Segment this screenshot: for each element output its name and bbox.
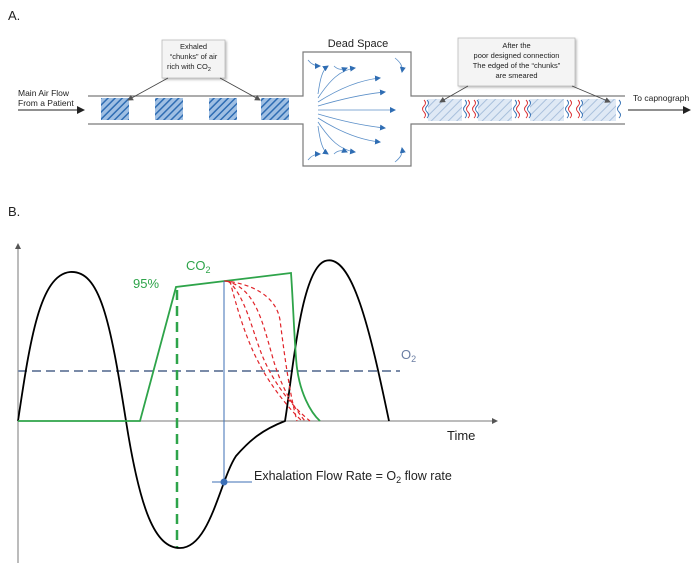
dead-space-label: Dead Space (328, 38, 389, 50)
callout-left: Exhaled “chunks” of air rich with CO2 (127, 39, 261, 101)
o2-label: O2 (401, 347, 416, 364)
co2-label: CO2 (186, 258, 211, 275)
svg-text:The edged of the “chunks”: The edged of the “chunks” (473, 61, 561, 70)
svg-text:Exhaled: Exhaled (180, 42, 207, 51)
smeared-chunk-2 (472, 99, 520, 121)
axes (15, 243, 498, 563)
smeared-chunks (422, 99, 621, 121)
panel-a-label: A. (8, 8, 20, 23)
svg-text:“chunks” of air: “chunks” of air (170, 52, 218, 61)
flow-rate-caption: Exhalation Flow Rate = O2 flow rate (254, 469, 452, 485)
callout-right: After the poor designed connection The e… (439, 37, 611, 103)
panel-b: B. Time O2 95% CO2 Exhala (8, 204, 498, 563)
outlet-label: To capnograph (633, 93, 690, 103)
flow-rate-marker (212, 281, 252, 486)
panel-b-label: B. (8, 204, 20, 219)
time-axis-label: Time (447, 428, 475, 443)
chunk-1 (101, 98, 129, 120)
svg-text:poor designed connection: poor designed connection (474, 51, 560, 60)
chunk-2 (155, 98, 183, 120)
co2-chunks (101, 98, 289, 120)
smeared-chunk-3 (524, 99, 572, 121)
dead-space: Dead Space (307, 38, 406, 163)
chunk-3 (209, 98, 237, 120)
flow-streamlines (307, 57, 406, 163)
panel-a: A. Main Air Flow From a Patient Exhaled … (8, 8, 691, 167)
inlet-label: Main Air Flow From a Patient (18, 88, 74, 108)
percent-label: 95% (133, 276, 159, 291)
svg-text:From a Patient: From a Patient (18, 98, 74, 108)
chunk-4 (261, 98, 289, 120)
flow-curve (17, 259, 390, 549)
svg-text:Main Air Flow: Main Air Flow (18, 88, 70, 98)
smeared-chunk-4 (576, 99, 621, 121)
svg-text:rich with CO2: rich with CO2 (167, 62, 211, 73)
smeared-co2-curves (223, 280, 311, 422)
smeared-chunk-1 (422, 99, 470, 121)
svg-text:are smeared: are smeared (495, 71, 537, 80)
svg-text:After the: After the (502, 41, 530, 50)
tube (88, 51, 625, 167)
co2-curve (18, 271, 321, 422)
